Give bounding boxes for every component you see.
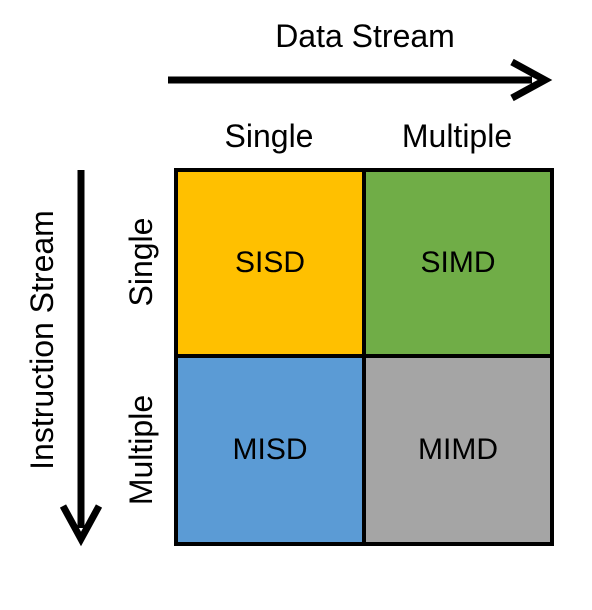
cell-misd: MISD <box>178 356 364 542</box>
instruction-stream-label: Instruction Stream <box>24 210 60 470</box>
data-stream-label: Data Stream <box>275 18 455 54</box>
axis-arrows <box>59 58 553 547</box>
cell-sisd: SISD <box>178 172 364 356</box>
instruction-stream-arrow <box>59 170 103 547</box>
cell-mimd: MIMD <box>364 356 550 542</box>
row-label-multiple: Multiple <box>123 394 159 506</box>
column-label-multiple: Multiple <box>401 118 513 154</box>
column-label-single: Single <box>224 118 314 154</box>
flynn-taxonomy-grid: SISD SIMD MISD MIMD <box>174 168 554 546</box>
data-stream-arrow <box>168 58 553 102</box>
cell-simd: SIMD <box>364 172 550 356</box>
